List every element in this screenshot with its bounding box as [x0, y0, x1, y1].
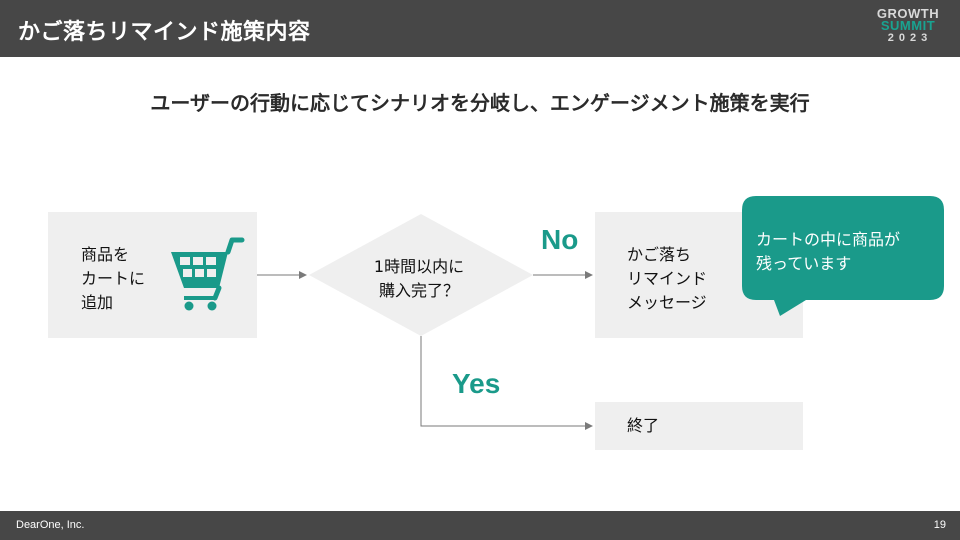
shopping-cart-icon	[171, 237, 245, 311]
callout-message: カートの中に商品が 残っています	[756, 230, 901, 273]
header-bar: かご落ちリマインド施策内容 GROWTH SUMMIT 2023	[0, 0, 960, 57]
start-box-label: 商品を カートに 追加	[81, 245, 146, 312]
reminder-box-label: かご落ち リマインド メッセージ	[627, 245, 708, 312]
slide-subtitle: ユーザーの行動に応じてシナリオを分岐し、エンゲージメント施策を実行	[150, 91, 810, 115]
footer-bar: DearOne, Inc. 19	[0, 511, 960, 540]
growth-summit-logo: GROWTH SUMMIT 2023	[876, 6, 940, 44]
page-number: 19	[933, 519, 946, 531]
yes-branch-label: Yes	[452, 368, 501, 399]
logo-line-3: 2023	[887, 32, 933, 44]
decision-diamond	[309, 214, 533, 336]
connector-yes	[420, 336, 593, 430]
no-branch-label: No	[541, 224, 579, 255]
decision-label: 1時間以内に 購入完了？	[373, 257, 465, 300]
callout-bubble	[742, 196, 944, 316]
logo-line-2: SUMMIT	[880, 18, 936, 33]
page-title: かご落ちリマインド施策内容	[18, 20, 311, 45]
end-box-label: 終了	[627, 416, 660, 435]
logo-line-1: GROWTH	[876, 6, 940, 21]
company-name: DearOne, Inc.	[16, 519, 85, 531]
end-box	[595, 402, 803, 450]
